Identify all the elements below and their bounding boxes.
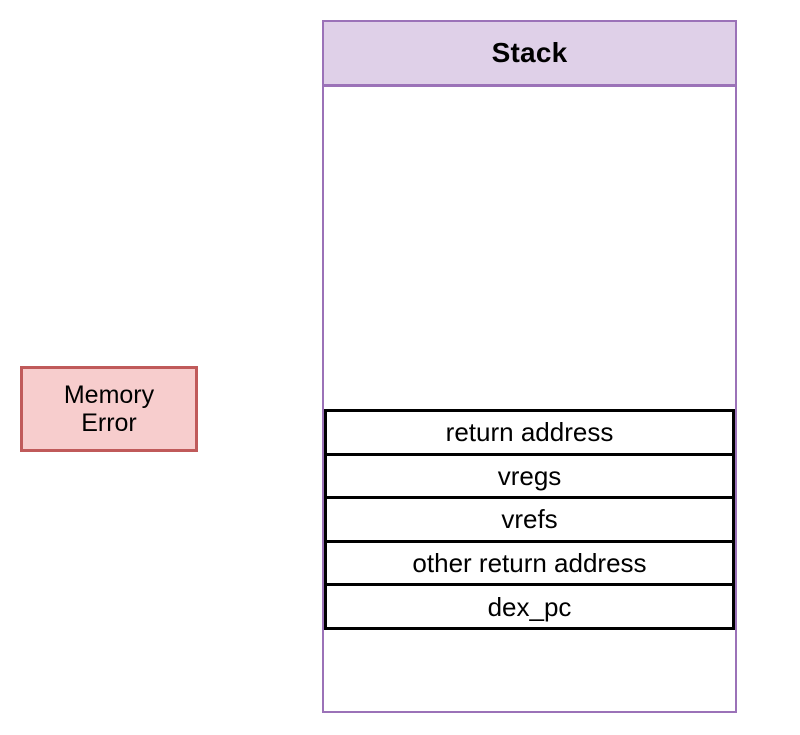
stack-container[interactable]: Stack return address vregs vrefs other r…	[322, 20, 737, 713]
stack-frame-row[interactable]: return address	[327, 412, 732, 456]
stack-frame-label: other return address	[412, 548, 647, 579]
stack-frame-label: vregs	[497, 460, 562, 491]
stack-frame-row[interactable]: dex_pc	[327, 586, 732, 630]
stack-header: Stack	[324, 22, 735, 87]
memory-error-label: Memory Error	[63, 381, 155, 437]
memory-error-node[interactable]: Memory Error	[20, 366, 198, 452]
stack-frame-list: return address vregs vrefs other return …	[324, 409, 735, 630]
stack-frame-label: return address	[445, 417, 614, 448]
stack-frame-row[interactable]: vregs	[327, 455, 732, 500]
stack-free-space-top	[324, 87, 735, 409]
stack-frame-row[interactable]: vrefs	[327, 499, 732, 543]
stack-frame-label: dex_pc	[487, 591, 572, 622]
stack-frame-row[interactable]: other return address	[327, 542, 732, 587]
stack-title: Stack	[491, 37, 568, 68]
stack-free-space-bottom	[324, 627, 735, 711]
stack-frame-label: vrefs	[501, 504, 558, 535]
